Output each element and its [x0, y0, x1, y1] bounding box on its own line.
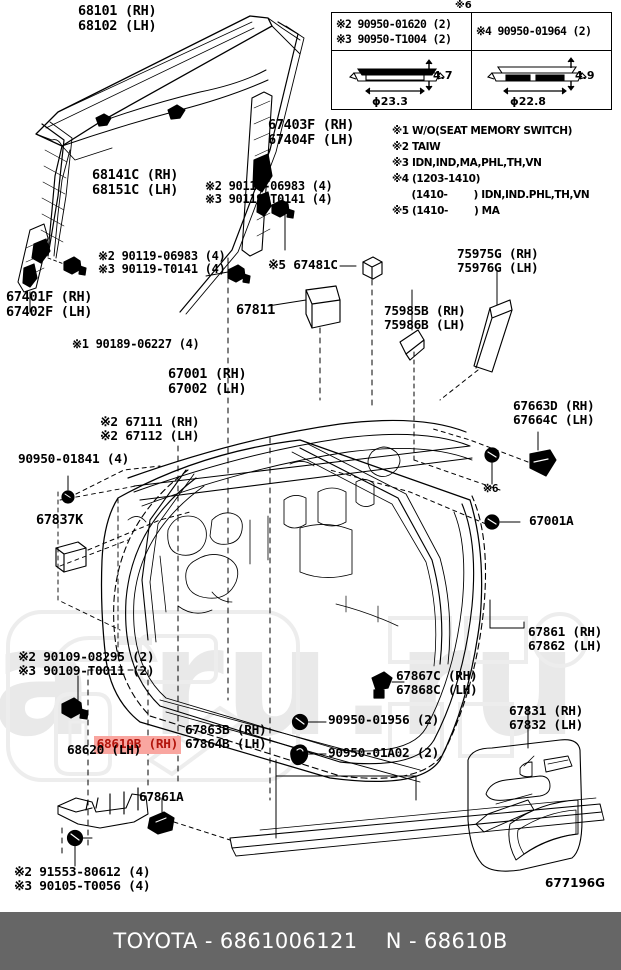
label-cover-67831: 67831 (RH) 67832 (LH) — [509, 704, 584, 733]
label-screw-division: ※2 90119-06983 (4) ※3 90119-T0141 (4) — [205, 179, 333, 206]
label-weatherstrip-67861: 67861 (RH) 67862 (LH) — [528, 625, 603, 654]
legend-right-body: 4.9 ϕ22.8 — [472, 51, 611, 109]
drawing-number: 677196G — [545, 876, 605, 890]
label-clip-90950-01841: 90950-01841 (4) — [18, 452, 130, 467]
label-belt-moulding: 67863B (RH) 67864B (LH) — [185, 723, 267, 752]
footnote-4: ※4 (1203-1410) — [392, 173, 480, 185]
label-clip-90950-01A02: 90950-01A02 (2) — [328, 746, 440, 761]
legend-left-drawing: 4.7 ϕ23.3 — [348, 59, 453, 108]
label-pad-67837K: 67837K — [36, 512, 83, 528]
legend-right-line1: ※4 90950-01964 (2) — [476, 24, 592, 39]
label-door-panel: 67001 (RH) 67002 (LH) — [168, 366, 247, 397]
label-division-bar: 67403F (RH) 67404F (LH) — [268, 117, 355, 148]
label-door-check-lh: 68620 (LH) — [67, 743, 142, 758]
label-clip-67663D: 67663D (RH) 67664C (LH) — [513, 399, 595, 428]
label-clip-90950-01956: 90950-01956 (2) — [328, 713, 440, 728]
label-window-regulator: 67401F (RH) 67402F (LH) — [6, 289, 93, 320]
footnote-1: ※1 W/O(SEAT MEMORY SWITCH) — [392, 125, 573, 137]
footnote-3: ※3 IDN,IND,MA,PHL,TH,VN — [392, 157, 542, 169]
label-retainer-67867C: 67867C (RH) 67868C (LH) — [396, 669, 478, 698]
label-screw-regulator: ※2 90119-06983 (4) ※3 90119-T0141 (4) — [98, 249, 226, 276]
svg-text:ϕ23.3: ϕ23.3 — [372, 95, 408, 108]
footer-bar: TOYOTA - 6861006121 N - 68610B — [0, 912, 621, 970]
label-bolt-90189: ※1 90189-06227 (4) — [72, 337, 200, 351]
legend-right-drawing: 4.9 ϕ22.8 — [486, 57, 595, 108]
svg-text:4.9: 4.9 — [575, 69, 595, 82]
svg-text:4.7: 4.7 — [433, 69, 453, 82]
legend-cell-left: ※2 90950-01620 (2) ※3 90950-T1004 (2) — [332, 13, 472, 109]
label-clip-67861A: 67861A — [139, 790, 184, 805]
footer-part-number: TOYOTA - 6861006121 N - 68610B — [113, 929, 508, 953]
label-screw-hinge: ※2 90109-08295 (2) ※3 90109-T0011 (2) — [18, 650, 155, 679]
label-trim-75975G: 75975G (RH) 75976G (LH) — [457, 247, 539, 276]
legend-cell-right: ※4 90950-01964 (2) 4.9 — [472, 13, 611, 109]
footnote-2: ※2 TAIW — [392, 141, 441, 153]
label-bolt-check: ※2 91553-80612 (4) ※3 90105-T0056 (4) — [14, 865, 151, 894]
legend-left-body: 4.7 ϕ23.3 — [332, 51, 471, 109]
label-door-check-wrap: 68610B (RH) — [64, 724, 182, 765]
label-door-shell: ※2 67111 (RH) ※2 67112 (LH) — [100, 415, 200, 444]
label-mark-6: ※6 — [483, 482, 499, 495]
label-run-channel: 68141C (RH) 68151C (LH) — [92, 167, 179, 198]
footnote-4b: (1410- ) IDN,IND.PHL,TH,VN — [392, 189, 590, 201]
label-trim-75985B: 75985B (RH) 75986B (LH) — [384, 304, 466, 333]
footnote-5: ※5 (1410- ) MA — [392, 205, 500, 217]
label-cap-67481C: ※5 67481C — [268, 258, 338, 273]
legend-marker-6: ※6 — [455, 0, 472, 11]
legend-box: ※2 90950-01620 (2) ※3 90950-T1004 (2) — [331, 12, 612, 110]
label-door-glass: 68101 (RH) 68102 (LH) — [78, 3, 157, 34]
label-door-check-rh: 68610B (RH) — [93, 735, 182, 754]
legend-right-head: ※4 90950-01964 (2) — [472, 13, 611, 51]
legend-left-line1: ※2 90950-01620 (2) — [336, 17, 452, 32]
legend-left-head: ※2 90950-01620 (2) ※3 90950-T1004 (2) — [332, 13, 471, 51]
label-clip-67001A: 67001A — [529, 514, 574, 529]
svg-text:ϕ22.8: ϕ22.8 — [510, 95, 546, 108]
legend-left-line2: ※3 90950-T1004 (2) — [336, 31, 452, 46]
label-stopper-67811: 67811 — [236, 302, 276, 318]
